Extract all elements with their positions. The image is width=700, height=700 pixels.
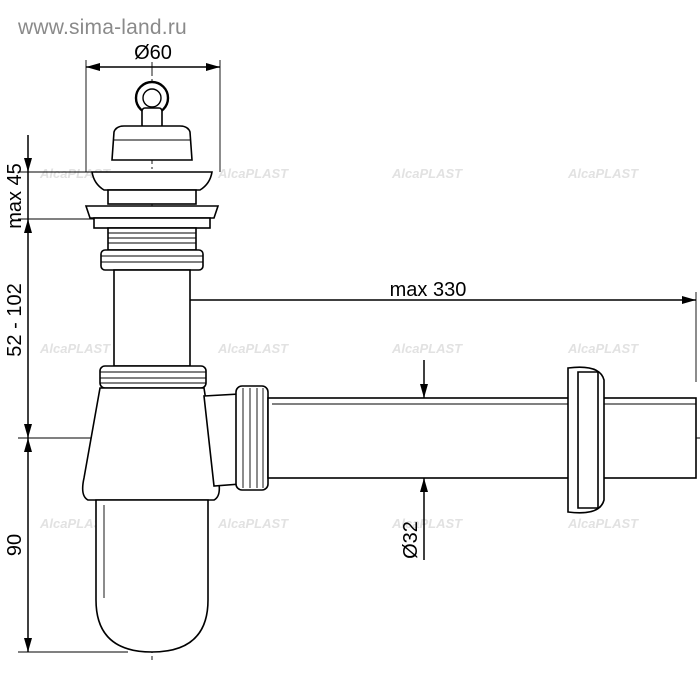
center-axes (140, 62, 700, 660)
drain-stopper (111, 80, 193, 161)
brand-watermark: AlcaPLAST (217, 166, 289, 181)
dimension-labels: Ø60 max 330 max 45 52 - 102 90 Ø32 (4, 42, 466, 559)
site-watermark: www.sima-land.ru (18, 16, 187, 39)
brand-watermark: AlcaPLAST (391, 516, 463, 531)
outlet-pipe (267, 397, 697, 479)
drain-flange (84, 171, 220, 229)
brand-watermark: AlcaPLAST (391, 341, 463, 356)
threaded-tailpiece (99, 227, 207, 389)
brand-watermark: AlcaPLAST (391, 166, 463, 181)
brand-watermark: AlcaPLAST (567, 341, 639, 356)
dim-outlet-diameter: Ø60 (134, 42, 172, 64)
brand-watermark: AlcaPLAST (39, 516, 111, 531)
dim-max-length: max 330 (390, 279, 467, 301)
brand-watermark: AlcaPLAST (217, 341, 289, 356)
brand-watermark: AlcaPLAST (567, 516, 639, 531)
outlet-union-nut (235, 385, 269, 491)
dim-bottom-height: 90 (4, 534, 26, 556)
dim-max-height-top: max 45 (4, 163, 26, 229)
brand-watermark: AlcaPLAST (567, 166, 639, 181)
bottle-trap-body (81, 387, 241, 653)
brand-watermarks: AlcaPLAST AlcaPLAST AlcaPLAST AlcaPLAST … (39, 166, 639, 531)
dim-adjustable-height: 52 - 102 (4, 283, 26, 356)
dimension-lines (24, 63, 696, 652)
wall-rosette (567, 366, 605, 514)
brand-watermark: AlcaPLAST (39, 341, 111, 356)
dim-pipe-diameter: Ø32 (400, 521, 422, 559)
brand-watermark: AlcaPLAST (217, 516, 289, 531)
